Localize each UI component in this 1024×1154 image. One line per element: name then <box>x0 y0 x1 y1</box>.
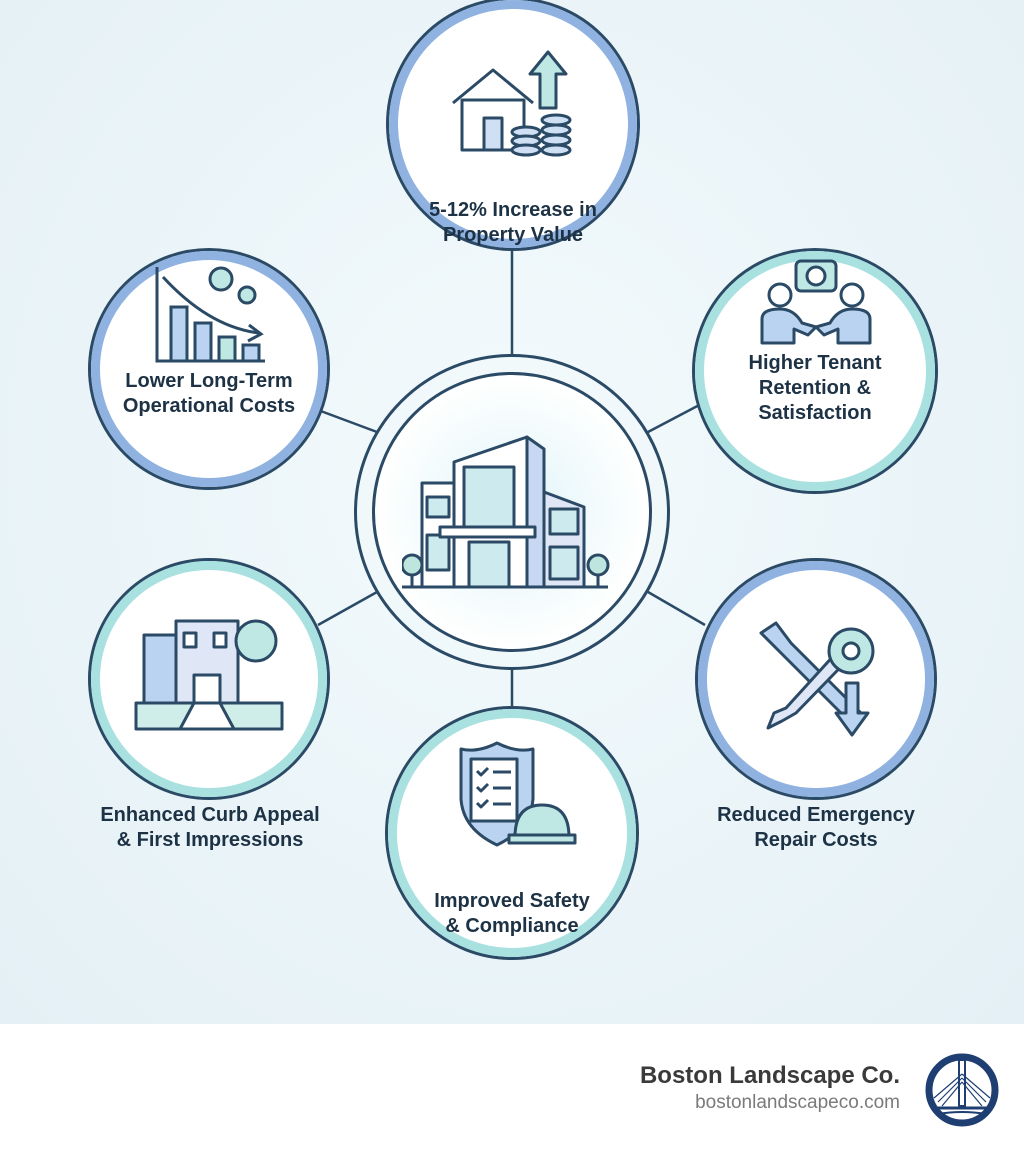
wrench-gear-arrow-down-icon <box>759 621 875 737</box>
company-name: Boston Landscape Co. <box>639 1062 900 1089</box>
label-line: & First Impressions <box>116 829 304 851</box>
benefit-label: 5-12% Increase in Property Value <box>389 198 637 248</box>
benefit-label-curb-appeal: Enhanced Curb Appeal & First Impressions <box>40 803 380 853</box>
infographic-canvas: 5-12% Increase in Property Value Lower L… <box>0 0 1024 1024</box>
shield-checklist-hardhat-icon <box>459 741 577 847</box>
benefit-repair-costs <box>695 558 937 800</box>
label-line: & Compliance <box>445 915 579 937</box>
label-line: Operational Costs <box>122 395 296 417</box>
handshake-people-icon <box>760 259 872 345</box>
label-line: 5-12% Increase in <box>429 199 597 221</box>
benefit-label: Higher Tenant Retention & Satisfaction <box>695 351 935 426</box>
benefit-safety: Improved Safety & Compliance <box>385 706 639 960</box>
office-building-icon <box>402 435 610 589</box>
house-coins-arrow-up-icon <box>452 50 572 157</box>
connector-bottom-left <box>317 590 378 627</box>
bridge-logo-icon <box>925 1053 999 1127</box>
label-line: Improved Safety <box>434 890 590 912</box>
footer: Boston Landscape Co. bostonlandscapeco.c… <box>0 1024 1024 1154</box>
label-line: Satisfaction <box>758 402 872 424</box>
center-hub <box>354 354 670 670</box>
benefit-curb-appeal <box>88 558 330 800</box>
benefit-label-repair-costs: Reduced Emergency Repair Costs <box>646 803 986 853</box>
company-website[interactable]: bostonlandscapeco.com <box>695 1092 900 1113</box>
benefit-property-value: 5-12% Increase in Property Value <box>386 0 640 251</box>
benefit-operational-costs: Lower Long-Term Operational Costs <box>88 248 330 490</box>
connector-top-right <box>647 400 706 434</box>
label-line: Higher Tenant <box>748 352 882 374</box>
connector-top-left <box>317 408 378 434</box>
label-line: Retention & <box>758 377 872 399</box>
benefit-label: Improved Safety & Compliance <box>388 889 636 939</box>
label-line: Reduced Emergency <box>717 804 915 826</box>
label-line: Property Value <box>442 224 584 246</box>
benefit-label: Lower Long-Term Operational Costs <box>91 369 327 419</box>
connector-bottom-right <box>647 590 706 627</box>
label-line: Lower Long-Term <box>125 370 293 392</box>
benefit-tenant-retention: Higher Tenant Retention & Satisfaction <box>692 248 938 494</box>
label-line: Enhanced Curb Appeal <box>100 804 320 826</box>
building-thumbs-up-icon <box>134 619 284 731</box>
declining-bar-chart-gears-icon <box>155 266 265 363</box>
brand-block: Boston Landscape Co. bostonlandscapeco.c… <box>640 1062 900 1114</box>
label-line: Repair Costs <box>754 829 878 851</box>
connector-lines <box>317 250 706 708</box>
